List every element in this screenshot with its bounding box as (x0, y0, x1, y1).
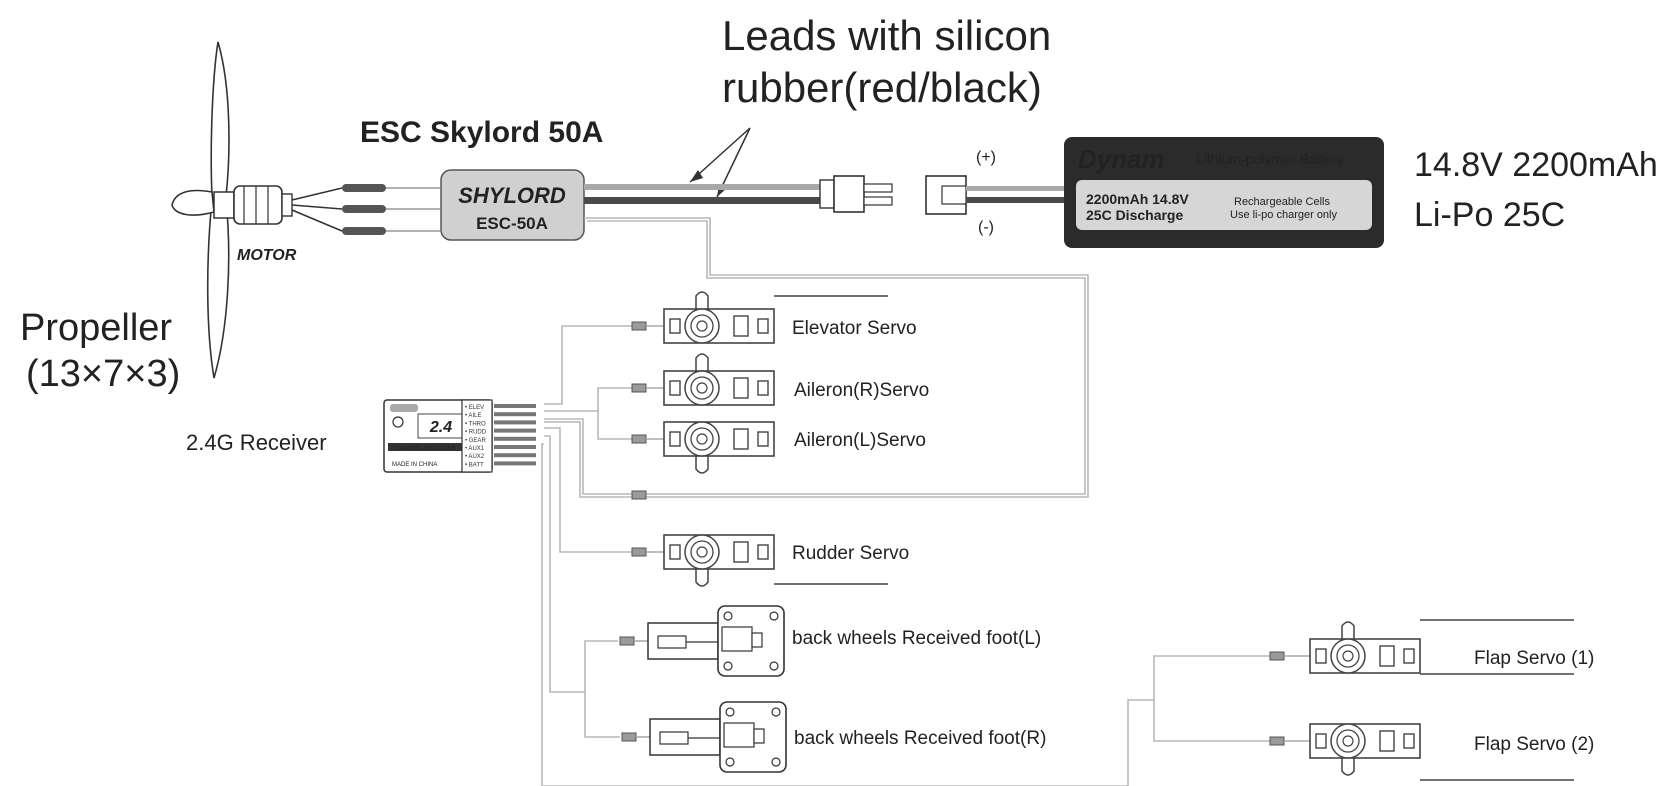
battery-type: Lithium-polymer Battery (1196, 151, 1344, 167)
minus-label: (-) (978, 219, 994, 236)
elevator-servo (631, 291, 888, 344)
receiver-channel-label: • AILE (465, 413, 481, 419)
receiver-channel-pin (494, 420, 536, 425)
flap-servo-1-label: Flap Servo (1) (1474, 648, 1594, 669)
plus-label: (+) (976, 149, 996, 166)
flap-servo-2 (1269, 723, 1574, 781)
signal-wires (541, 217, 1270, 786)
battery-connector (925, 175, 1064, 215)
receiver-channel-pin (494, 412, 536, 417)
esc-title: ESC Skylord 50A (360, 116, 603, 149)
leads-label-line1: Leads with silicon (722, 12, 1051, 59)
rudder-servo-label: Rudder Servo (792, 543, 909, 564)
svg-text:2.4: 2.4 (429, 419, 452, 436)
receiver-channel-pin (494, 404, 536, 408)
motor-wires (291, 184, 440, 235)
receiver-channel-label: • ELEV (465, 405, 484, 411)
battery-rating-line1: 14.8V 2200mAh (1414, 146, 1658, 184)
motor (213, 185, 293, 225)
wheel-right-retract (621, 701, 787, 773)
rudder-servo (631, 534, 888, 587)
receiver-band: 7 CHANNEL RECEIVER (390, 446, 456, 452)
battery-spec-line2: 25C Discharge (1086, 207, 1183, 223)
propeller-label-line2: (13×7×3) (26, 353, 180, 395)
propeller (171, 41, 230, 379)
flap-servo-1 (1269, 619, 1574, 675)
wheel-left-label: back wheels Received foot(L) (792, 628, 1041, 649)
battery: Dynam Lithium-polymer Battery 2200mAh 14… (1064, 137, 1384, 248)
battery-spec-line1: 2200mAh 14.8V (1086, 191, 1189, 207)
receiver-label: 2.4G Receiver (186, 430, 327, 455)
wheel-right-label: back wheels Received foot(R) (794, 728, 1046, 749)
receiver-channel-label: • AUX1 (465, 446, 485, 452)
receiver-channel-pin (494, 461, 536, 466)
receiver-channel-label: • RUDD (465, 430, 487, 436)
power-leads (584, 175, 893, 213)
wheel-left-retract (619, 605, 785, 677)
propeller-label-line1: Propeller (20, 307, 172, 349)
aileron-l-servo-label: Aileron(L)Servo (794, 430, 926, 451)
receiver-channel-pin (494, 453, 536, 458)
aileron-l-servo (631, 421, 775, 474)
receiver-channel-pin (494, 445, 536, 449)
receiver-footer: MADE IN CHINA (392, 462, 437, 468)
motor-label: MOTOR (237, 247, 297, 264)
receiver: 2.4 7 CHANNEL RECEIVER MADE IN CHINA • E… (383, 399, 536, 473)
esc-brand: SHYLORD (458, 183, 566, 208)
throttle-plug (631, 490, 647, 500)
battery-brand: Dynam (1078, 144, 1165, 174)
battery-note-line2: Use li-po charger only (1230, 209, 1337, 221)
leads-label-line2: rubber(red/black) (722, 64, 1042, 111)
receiver-channel-pin (494, 436, 536, 441)
flap-servo-2-label: Flap Servo (2) (1474, 734, 1594, 755)
receiver-channel-label: • GEAR (465, 438, 486, 444)
aileron-r-servo-label: Aileron(R)Servo (794, 380, 929, 401)
receiver-channel-pin (494, 428, 536, 433)
aileron-r-servo (631, 353, 775, 406)
receiver-channel-label: • AUX2 (465, 454, 485, 460)
esc: SHYLORD ESC-50A (440, 169, 585, 241)
battery-note-line1: Rechargeable Cells (1234, 196, 1330, 208)
battery-rating-line2: Li-Po 25C (1414, 196, 1565, 234)
elevator-servo-label: Elevator Servo (792, 318, 917, 339)
esc-model: ESC-50A (476, 214, 548, 233)
receiver-channel-label: • THRO (465, 421, 486, 427)
receiver-channel-label: • BATT (465, 462, 484, 468)
